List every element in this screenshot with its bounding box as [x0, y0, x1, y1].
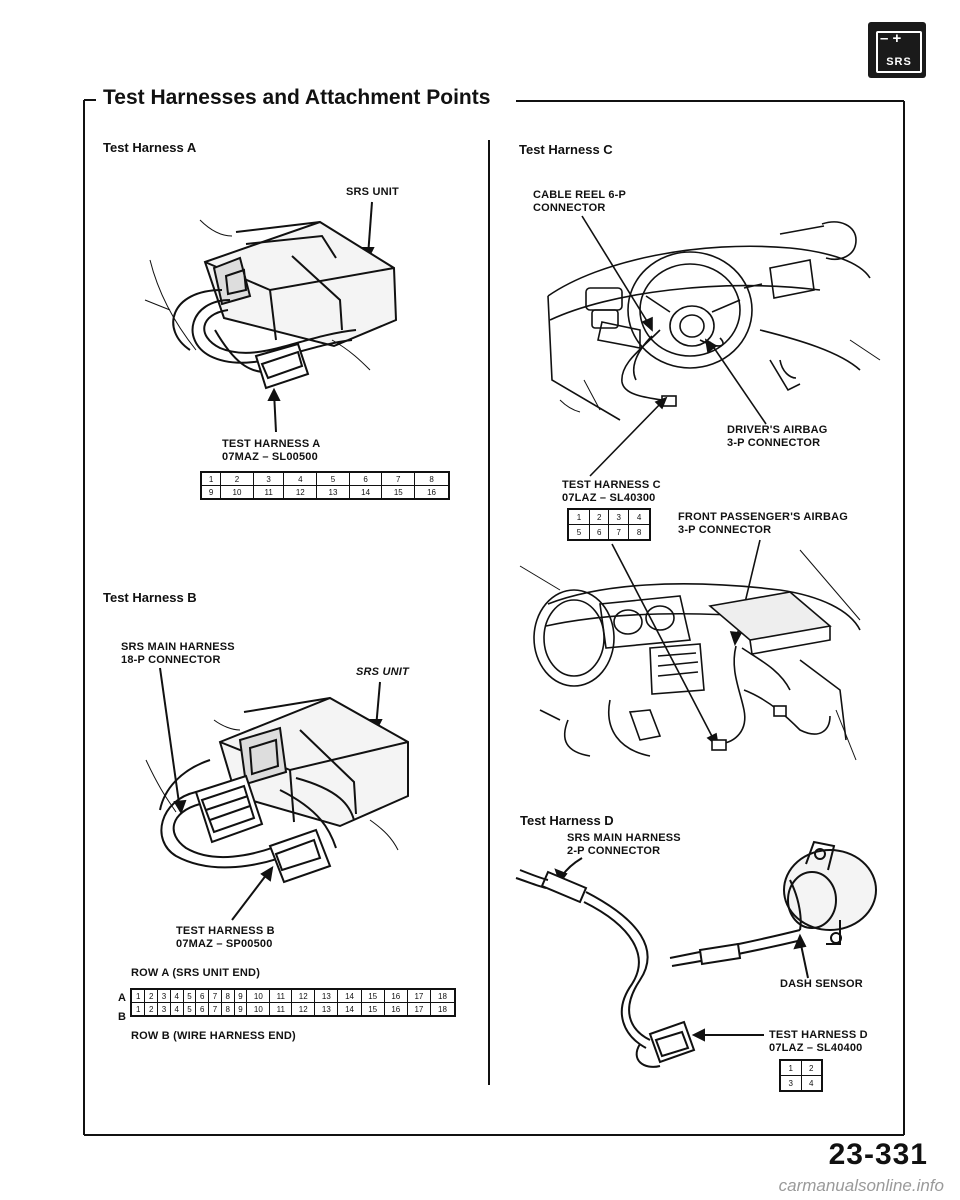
harness-b-row-a-caption: ROW A (SRS UNIT END): [131, 967, 261, 979]
srs-badge: – + SRS: [868, 22, 926, 78]
harness-d-title: Test Harness D: [520, 813, 614, 828]
pin-cell: 5: [182, 1002, 197, 1017]
harness-a-title: Test Harness A: [103, 140, 197, 155]
harness-b-row-b-letter: B: [118, 1011, 127, 1023]
pin-cell: 5: [567, 524, 590, 541]
harness-a-callout: TEST HARNESS A: [222, 438, 321, 450]
harness-c-pin-grid: 1 2 3 4 5 6 7 8: [567, 508, 651, 541]
harness-d-main-harness-callout: SRS MAIN HARNESS: [567, 832, 681, 844]
pin-cell: 11: [252, 485, 285, 500]
harness-b-part-number: 07MAZ – SP00500: [176, 938, 273, 950]
srs-badge-frame: – + SRS: [876, 30, 922, 73]
harness-d-pin-row-1: 1 2: [779, 1059, 823, 1076]
pin-cell: 3: [157, 1002, 171, 1017]
pin-cell: 3: [779, 1075, 802, 1092]
harness-b-callout: TEST HARNESS B: [176, 925, 275, 937]
harness-d-dash-sensor-callout: DASH SENSOR: [780, 978, 863, 990]
pin-cell: 1: [779, 1059, 802, 1076]
harness-c-cable-reel-callout-2: CONNECTOR: [533, 202, 606, 214]
harness-a-pin-grid: 1 2 3 4 5 6 7 8 9 10 11 12 13 14 15 16: [200, 471, 450, 500]
harness-b-connector-callout: 18-P CONNECTOR: [121, 654, 221, 666]
srs-badge-signs: – +: [880, 30, 918, 47]
harness-a-pin-row-2: 9 10 11 12 13 14 15 16: [200, 485, 450, 500]
harness-c-passenger-airbag-callout-2: 3-P CONNECTOR: [678, 524, 772, 536]
harness-c-driver-airbag-callout-1: DRIVER'S AIRBAG: [727, 424, 828, 436]
srs-badge-label: SRS: [886, 56, 912, 68]
harness-b-row-a-letter: A: [118, 992, 127, 1004]
harness-a-srs-unit-callout: SRS UNIT: [346, 186, 399, 198]
pin-cell: 13: [316, 485, 350, 500]
harness-d-pin-grid: 1 2 3 4: [779, 1059, 823, 1092]
harness-c-cable-reel-callout-1: CABLE REEL 6-P: [533, 189, 627, 201]
page-title: Test Harnesses and Attachment Points: [103, 86, 491, 109]
pin-cell: 15: [360, 1002, 385, 1017]
harness-c-part-number: 07LAZ – SL40300: [562, 492, 656, 504]
harness-b-main-harness-callout: SRS MAIN HARNESS: [121, 641, 235, 653]
harness-c-passenger-airbag-callout-1: FRONT PASSENGER'S AIRBAG: [678, 511, 848, 523]
srs-badge-signs-text: – +: [880, 30, 902, 47]
harness-c-pin-row-1: 1 2 3 4: [567, 508, 651, 525]
pin-cell: 14: [348, 485, 383, 500]
harness-d-connector-callout: 2-P CONNECTOR: [567, 845, 661, 857]
pin-cell: 2: [800, 1059, 823, 1076]
harness-c-title: Test Harness C: [519, 142, 613, 157]
harness-b-title: Test Harness B: [103, 590, 197, 605]
page-number: 23-331: [828, 1138, 928, 1171]
harness-d-part-number: 07LAZ – SL40400: [769, 1042, 863, 1054]
harness-d-pin-row-2: 3 4: [779, 1075, 823, 1092]
pin-cell: 8: [414, 471, 450, 486]
pin-cell: 4: [800, 1075, 823, 1092]
pin-cell: 18: [430, 1002, 456, 1017]
pin-cell: 10: [246, 1002, 271, 1017]
harness-a-pin-row-1: 1 2 3 4 5 6 7 8: [200, 471, 450, 486]
harness-a-part-number: 07MAZ – SL00500: [222, 451, 318, 463]
harness-c-driver-airbag-callout-2: 3-P CONNECTOR: [727, 437, 821, 449]
harness-b-pin-grid: 1 2 3 4 5 6 7 8 9 10 11 12 13 14 15 16 1…: [130, 988, 456, 1017]
harness-c-callout: TEST HARNESS C: [562, 479, 661, 491]
watermark: carmanualsonline.info: [778, 1176, 944, 1195]
pin-cell: 1: [130, 1002, 146, 1017]
pin-cell: 4: [169, 1002, 184, 1017]
harness-b-row-b-caption: ROW B (WIRE HARNESS END): [131, 1030, 296, 1042]
pin-cell: 3: [252, 471, 285, 486]
pin-cell: 8: [628, 524, 651, 541]
pin-cell: 16: [414, 485, 450, 500]
harness-d-callout: TEST HARNESS D: [769, 1029, 868, 1041]
harness-b-srs-unit-callout: SRS UNIT: [356, 666, 409, 678]
pin-cell: 6: [348, 471, 383, 486]
harness-b-pin-row-b: 1 2 3 4 5 6 7 8 9 10 11 12 13 14 15 16 1…: [130, 1002, 456, 1017]
harness-c-pin-row-2: 5 6 7 8: [567, 524, 651, 541]
